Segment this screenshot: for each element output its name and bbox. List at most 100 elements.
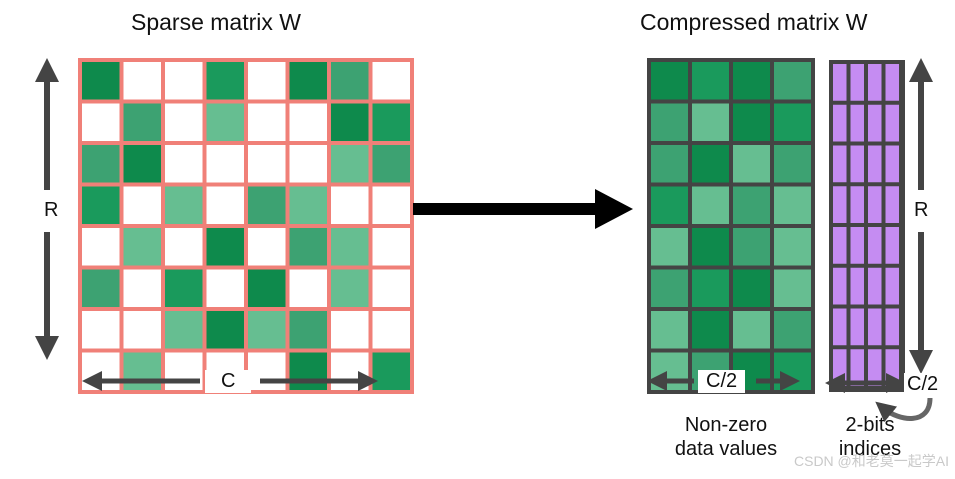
sparse-cell: [285, 182, 331, 228]
index-cell: [833, 227, 847, 264]
sparse-cell: [327, 141, 373, 187]
index-cell: [868, 227, 882, 264]
sparse-cell: [202, 307, 248, 353]
index-cell: [833, 64, 847, 101]
sparse-matrix-title: Sparse matrix W: [131, 9, 301, 35]
index-cell: [850, 267, 864, 305]
sparse-cell: [78, 141, 124, 187]
index-cell: [850, 186, 864, 223]
sparse-cell: [285, 224, 331, 270]
value-cell: [688, 182, 733, 228]
index-cell: [885, 64, 899, 101]
sparse-cell: [161, 182, 207, 228]
watermark: CSDN @和老莫一起学AI: [794, 453, 949, 469]
value-cell: [688, 307, 733, 353]
sparse-cell: [327, 58, 373, 104]
sparse-cell: [202, 58, 248, 104]
value-cell: [770, 307, 815, 353]
value-cell: [770, 265, 815, 311]
value-cell: [688, 141, 733, 187]
index-cell: [885, 349, 899, 386]
value-cell: [770, 224, 815, 270]
sparse-cell: [368, 141, 414, 187]
value-cell: [688, 265, 733, 311]
sparse-cell: [78, 224, 124, 270]
sparse-cell: [78, 265, 124, 311]
left-r-label: R: [38, 199, 65, 222]
sparse-cell: [119, 265, 165, 311]
values-c-label: C/2: [698, 370, 746, 393]
sparse-cell: [161, 348, 207, 394]
sparse-cell: [244, 99, 290, 145]
sparse-cell: [368, 307, 414, 353]
value-cell: [729, 58, 774, 104]
index-cell: [850, 64, 864, 101]
index-cell: [885, 186, 899, 223]
index-cell: [868, 349, 882, 386]
value-cell: [647, 141, 692, 187]
sparse-cell: [327, 348, 373, 394]
value-cell: [770, 182, 815, 228]
curved-arrow: [875, 397, 933, 423]
sparse-cell: [119, 348, 165, 394]
right-r-label: R: [908, 199, 935, 222]
value-cell: [729, 182, 774, 228]
sparse-cell: [327, 224, 373, 270]
sparse-cell: [202, 265, 248, 311]
sparse-cell: [368, 224, 414, 270]
index-cell: [885, 227, 899, 264]
compressed-matrix-title: Compressed matrix W: [640, 9, 868, 35]
indices-caption: 2-bits indices: [820, 413, 920, 461]
values-caption-line-2: data values: [674, 438, 778, 460]
index-cell: [868, 64, 882, 101]
sparse-cell: [161, 141, 207, 187]
sparse-cell: [202, 141, 248, 187]
sparse-cell: [119, 99, 165, 145]
index-cell: [885, 145, 899, 183]
sparse-cell: [368, 58, 414, 104]
index-cell: [868, 104, 882, 142]
sparse-cell: [244, 182, 290, 228]
value-cell: [729, 99, 774, 145]
value-cell: [770, 58, 815, 104]
sparse-cell: [119, 58, 165, 104]
value-cell: [688, 224, 733, 270]
index-cell: [885, 267, 899, 305]
sparse-cell: [119, 224, 165, 270]
indices-caption-line-2: indices: [838, 438, 902, 460]
value-cell: [647, 99, 692, 145]
sparse-cell: [78, 99, 124, 145]
sparse-cell: [285, 307, 331, 353]
index-cell: [833, 104, 847, 142]
index-cell: [833, 186, 847, 223]
value-cell: [729, 141, 774, 187]
sparse-cell: [368, 348, 414, 394]
index-cell: [885, 104, 899, 142]
transform-arrow-head: [595, 189, 633, 229]
sparse-cell: [244, 58, 290, 104]
value-cell: [647, 58, 692, 104]
sparse-cell: [161, 265, 207, 311]
sparse-cell: [244, 141, 290, 187]
value-cell: [688, 58, 733, 104]
index-cell: [850, 349, 864, 386]
sparse-cell: [161, 99, 207, 145]
index-cell: [833, 267, 847, 305]
left-c-label: C: [205, 370, 252, 393]
value-cell: [647, 182, 692, 228]
sparse-cell: [285, 348, 331, 394]
sparse-cell: [327, 265, 373, 311]
index-cell: [868, 308, 882, 346]
sparse-cell: [119, 307, 165, 353]
sparse-cell: [119, 141, 165, 187]
values-caption-line-1: Non-zero: [684, 414, 768, 436]
sparse-cell: [119, 182, 165, 228]
value-cell: [729, 224, 774, 270]
indices-caption-line-1: 2-bits: [845, 414, 895, 436]
index-cell: [868, 145, 882, 183]
sparse-cell: [368, 99, 414, 145]
sparse-cell: [327, 182, 373, 228]
index-cell: [833, 349, 847, 386]
sparse-cell: [202, 99, 248, 145]
